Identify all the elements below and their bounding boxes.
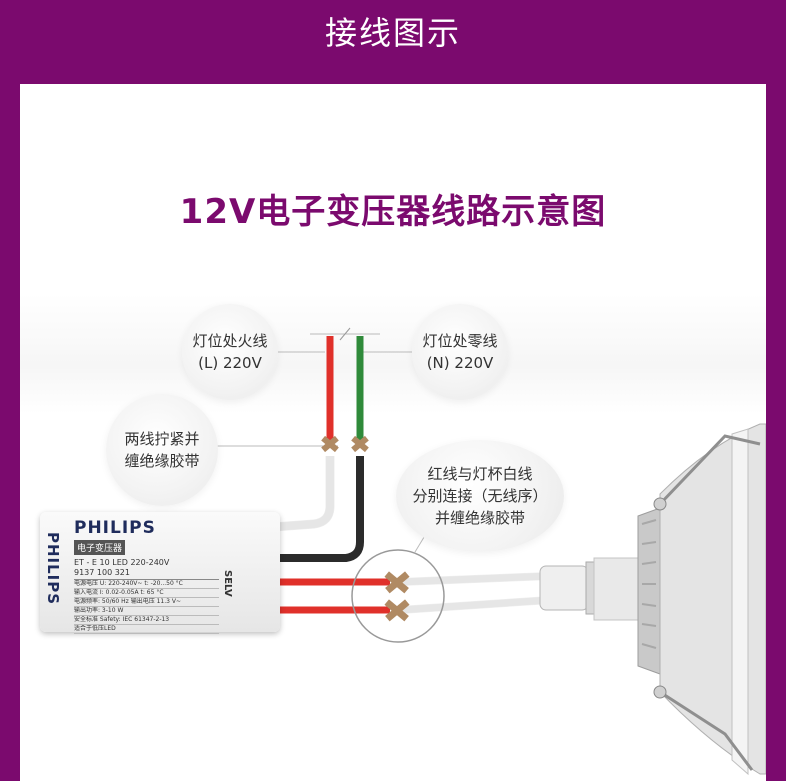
driver-white-lead-outline — [259, 456, 335, 533]
wire-break-slash — [339, 327, 351, 341]
driver-selv-mark: SELV — [222, 570, 233, 597]
spring-clip-bottom — [659, 690, 754, 771]
lamp-connector-upper — [384, 571, 410, 594]
lamp-fins — [641, 519, 657, 649]
bubble-live-line1: 灯位处火线 — [192, 332, 268, 350]
bubble-neutral-line2: (N) 220V — [426, 354, 494, 372]
bubble-live-wire: 灯位处火线 (L) 220V — [182, 304, 278, 400]
driver-spec-row: 适合于低压LED — [74, 625, 219, 634]
lamp-white-wire-lower-edge — [399, 596, 551, 614]
spring-clip-bottom-pivot — [653, 685, 667, 699]
driver-black-lead — [260, 456, 364, 562]
led-driver: PHILIPS PHILIPS 电子变压器 ET - E 10 LED 220-… — [40, 512, 280, 634]
lamp-white-wire-upper-edge — [399, 572, 551, 586]
lamp-white-wire-lower — [399, 596, 551, 614]
twist-connector-live — [321, 435, 339, 453]
driver-spec-row: 安全标准 Safety: IEC 61347-2-13 — [74, 616, 219, 625]
driver-spec-row: 输出功率: 3-10 W — [74, 607, 219, 616]
driver-spec-table: 电源电压 U: 220-240V~ t: -20...50 °C 输入电流 I:… — [74, 579, 219, 634]
driver-spec-row: 输入电流 I: 0.02-0.05A t: 65 °C — [74, 589, 219, 598]
panel-background-fade — [20, 294, 766, 414]
spring-clip-top — [658, 434, 761, 506]
driver-model: ET - E 10 LED 220-240V — [74, 558, 170, 567]
lamp-white-wire-upper — [399, 572, 551, 586]
driver-brand-side: PHILIPS — [44, 532, 62, 606]
lamp-socket — [539, 565, 589, 611]
bubble-lamp-line3: 并缠绝缘胶带 — [434, 509, 525, 527]
bubble-live-line2: (L) 220V — [198, 354, 262, 372]
driver-subtitle: 电子变压器 — [74, 540, 126, 555]
header-title: 接线图示 — [324, 14, 461, 52]
connection-magnifier — [351, 549, 445, 643]
bubble-twist-line2: 缠绝缘胶带 — [124, 452, 200, 470]
driver-white-lead — [259, 456, 334, 532]
bubble-twist-tape: 两线拧紧并 缠绝缘胶带 — [106, 394, 218, 506]
diagram-panel: 12V电子变压器线路示意图 — [20, 84, 766, 781]
lamp-reflector — [659, 423, 766, 775]
diagram-title: 12V电子变压器线路示意图 — [179, 192, 607, 232]
wiring-drawing — [212, 327, 766, 776]
driver-brand: PHILIPS — [74, 518, 156, 538]
bubble-twist-line1: 两线拧紧并 — [124, 430, 200, 448]
spring-clip-top-pivot — [653, 497, 667, 511]
lamp-base-label — [593, 557, 641, 621]
lamp-connector-lower — [384, 599, 410, 622]
lamp-heatsink — [637, 507, 661, 675]
driver-part-number: 9137 100 321 — [74, 568, 130, 577]
bubble-lamp-line2: 分别连接（无线序） — [412, 487, 548, 505]
bubble-neutral-wire: 灯位处零线 (N) 220V — [412, 304, 508, 400]
bubble-lamp-line1: 红线与灯杯白线 — [427, 465, 533, 483]
bubble-neutral-line1: 灯位处零线 — [422, 332, 498, 350]
driver-spec-row: 电源频率: 50/60 Hz 输出电压 11.3 V~ — [74, 598, 219, 607]
driver-spec-row: 电源电压 U: 220-240V~ t: -20...50 °C — [74, 580, 219, 589]
lamp-rim — [731, 428, 749, 776]
twist-connector-neutral — [351, 435, 369, 453]
bubble-lamp-connection: 红线与灯杯白线 分别连接（无线序） 并缠绝缘胶带 — [396, 440, 564, 552]
